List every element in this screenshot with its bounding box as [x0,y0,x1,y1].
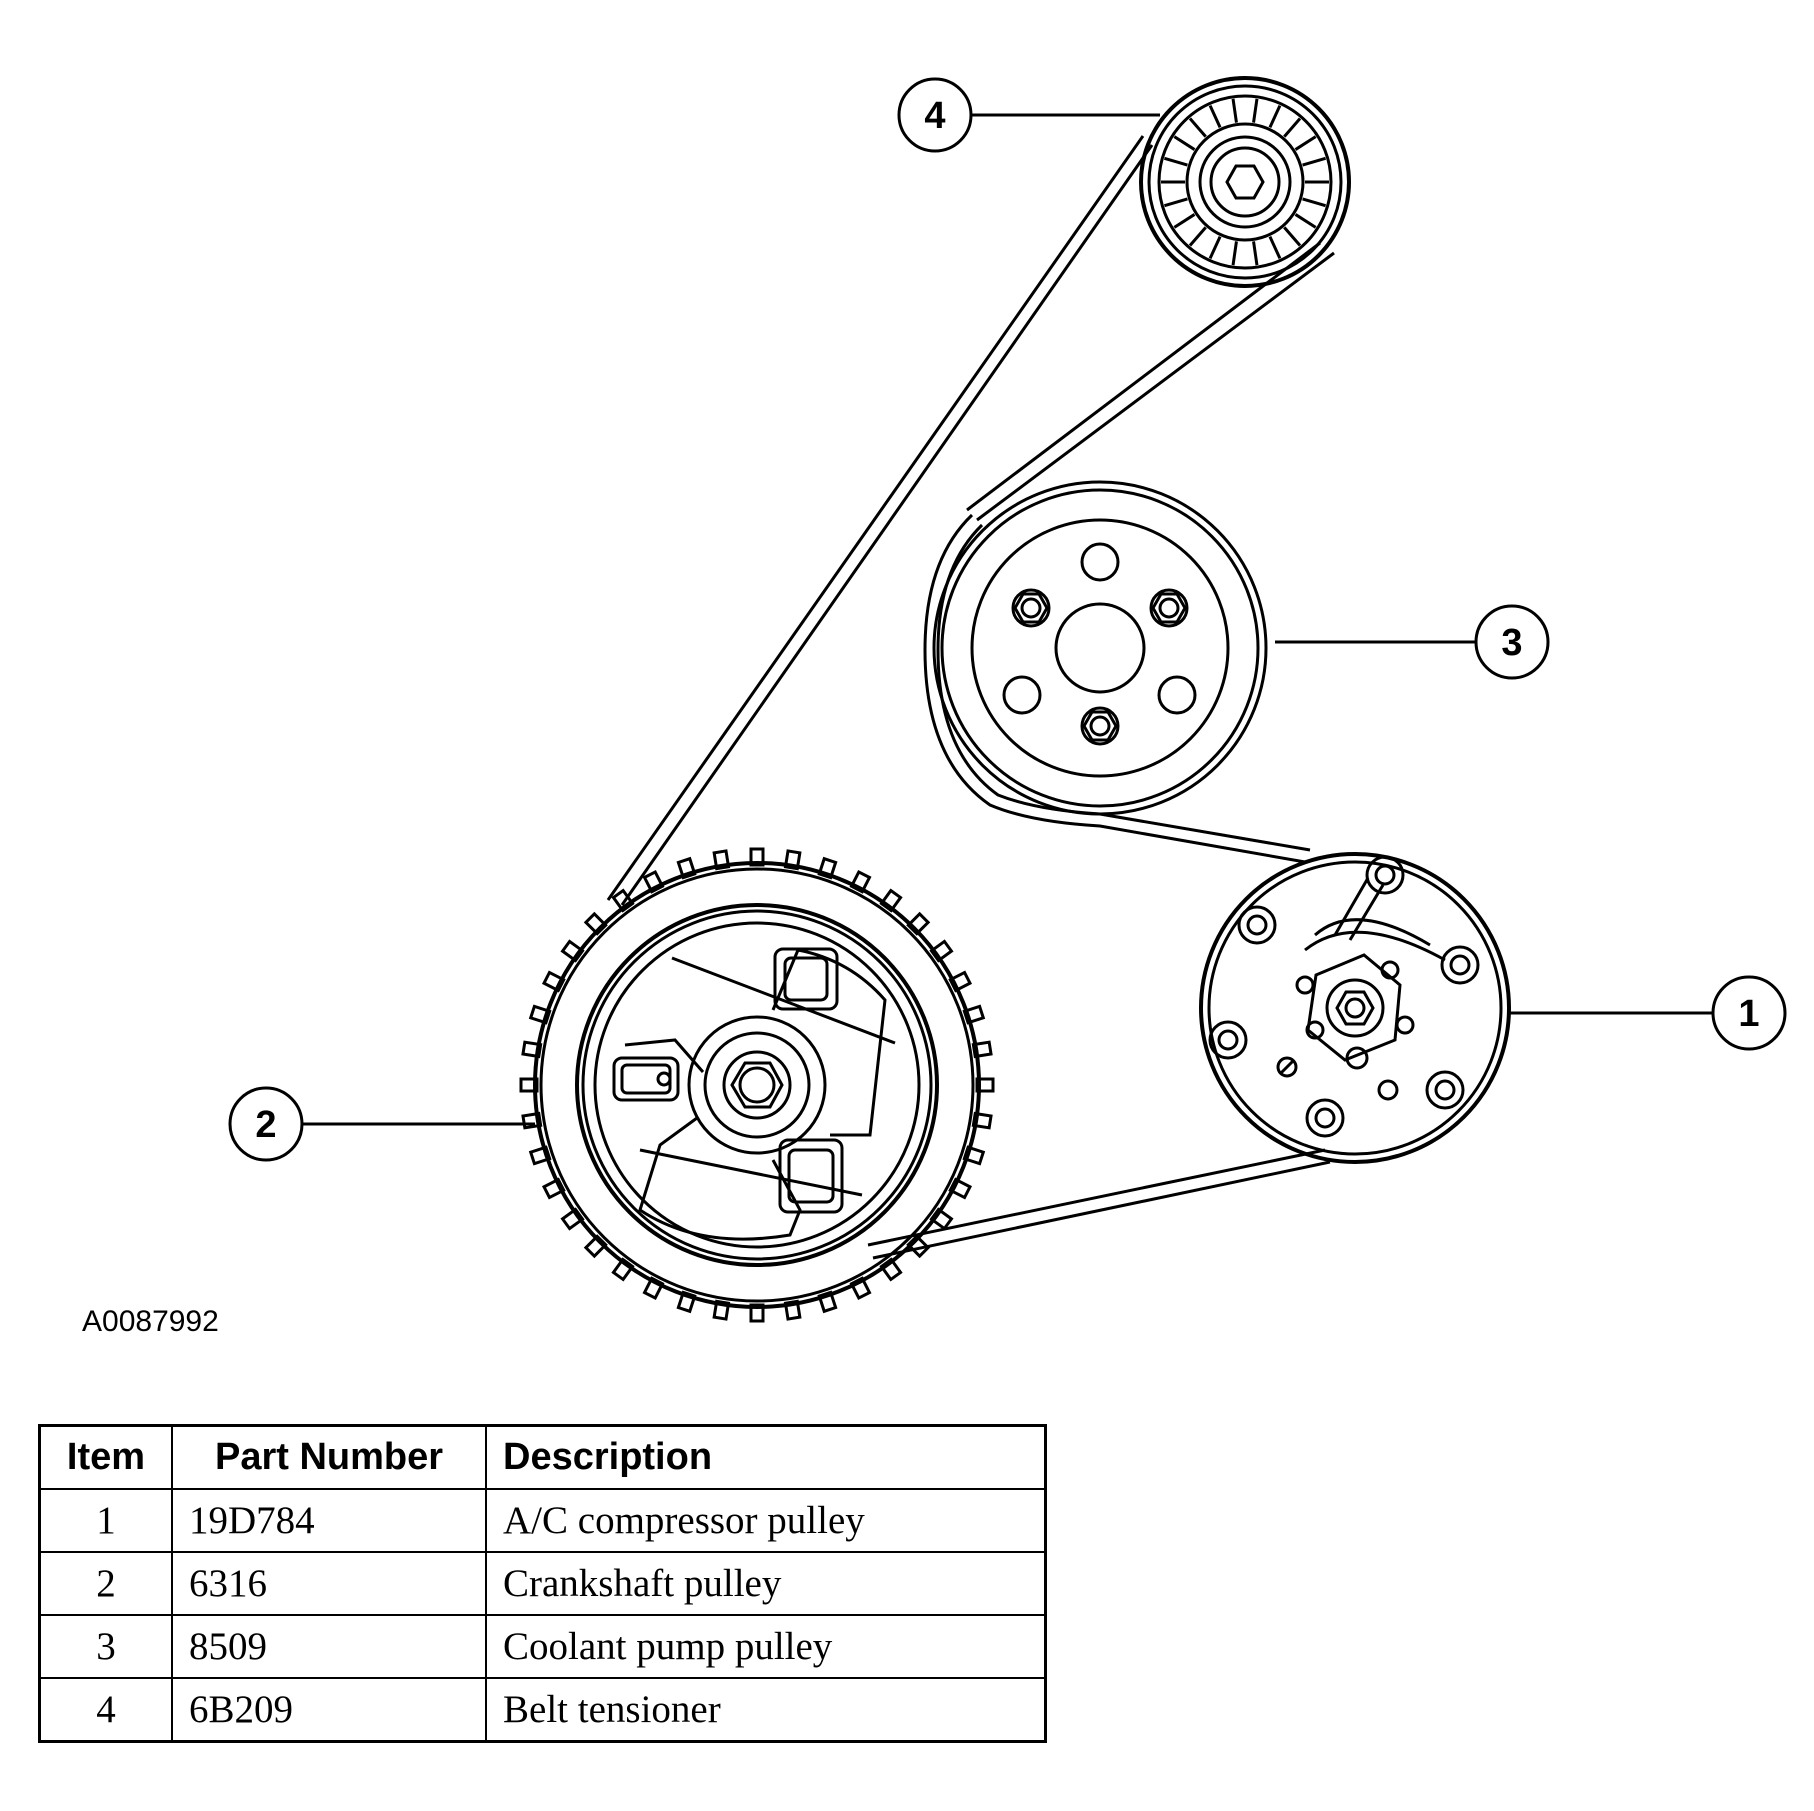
pulley-tooth [929,939,954,963]
cell-part-number: 6B209 [171,1677,487,1743]
header-part-number: Part Number [171,1424,487,1490]
pulley-tooth [528,1004,552,1025]
tensioner-rib [1231,98,1238,123]
table-row: 4 6B209 Belt tensioner [38,1677,1047,1743]
callout-3: 3 [1474,604,1550,680]
tensioner-rib [1208,104,1222,129]
cell-item: 2 [38,1551,173,1616]
pulley-tooth [712,849,731,871]
cell-part-number: 19D784 [171,1488,487,1553]
pulley-tooth [962,1004,986,1025]
tensioner-rib [1294,213,1317,229]
callout-2-label: 2 [255,1104,276,1146]
pulley-tooth [521,1111,543,1130]
cell-item: 3 [38,1614,173,1679]
table-row: 1 19D784 A/C compressor pulley [38,1488,1047,1553]
pulley-tooth [642,1276,665,1301]
tensioner-rib [1268,104,1282,129]
ac-compressor-pulley [1199,852,1511,1164]
callout-3-label: 3 [1501,622,1522,664]
cell-description: Belt tensioner [485,1677,1047,1743]
tensioner-rib [1173,135,1196,151]
tensioner-rib [1163,156,1188,167]
pulley-tooth [541,1177,566,1200]
pulley-tooth [611,888,635,913]
pulley-tooth [583,911,608,936]
pulley-tooth [906,1234,931,1259]
pulley-tooth [962,1145,986,1166]
tensioner-rib [1302,197,1327,208]
tensioner-rib [1188,117,1207,138]
pulley-tooth [849,1276,872,1301]
tensioner-rib [1208,235,1222,260]
pulley-tooth [879,1257,903,1282]
figure-id: A0087992 [82,1305,219,1338]
parts-table: Item Part Number Description 1 19D784 A/… [38,1424,1047,1743]
pulley-tooth [560,939,585,963]
cell-part-number: 8509 [171,1614,487,1679]
pulley-tooth [611,1257,635,1282]
pulley-tooth [817,856,838,880]
belt-tensioner-pulley [1139,76,1351,288]
cell-item: 4 [38,1677,173,1743]
tensioner-rib [1283,226,1302,247]
pulley-tooth [712,1299,731,1321]
coolant-pump-pulley [932,480,1268,816]
tensioner-rib [1268,235,1282,260]
pulley-tooth [849,869,872,894]
pulley-tooth [583,1234,608,1259]
pulley-tooth [879,888,903,913]
pulley-tooth [560,1207,585,1231]
table-header-row: Item Part Number Description [38,1424,1047,1490]
tensioner-rib [1294,135,1317,151]
cell-item: 1 [38,1488,173,1553]
pulley-tooth [521,1040,543,1059]
header-item: Item [38,1424,173,1490]
pulley-tooth [642,869,665,894]
cell-description: Crankshaft pulley [485,1551,1047,1616]
callout-leaders [302,113,1713,1126]
pulley-tooth [929,1207,954,1231]
cell-description: A/C compressor pulley [485,1488,1047,1553]
pulley-tooth [541,970,566,993]
callout-1: 1 [1711,975,1787,1051]
pulley-tooth [948,1177,973,1200]
tensioner-rib [1302,156,1327,167]
callout-1-label: 1 [1738,993,1759,1035]
callout-4-label: 4 [924,95,945,137]
tensioner-rib [1173,213,1196,229]
tensioner-rib [1231,241,1238,266]
table-row: 3 8509 Coolant pump pulley [38,1614,1047,1679]
header-description: Description [485,1424,1047,1490]
callout-2: 2 [228,1086,304,1162]
pulley-tooth [783,1299,802,1321]
cell-description: Coolant pump pulley [485,1614,1047,1679]
pulley-tooth [528,1145,552,1166]
pulley-tooth [676,1290,697,1314]
pulley-tooth [971,1040,993,1059]
table-row: 2 6316 Crankshaft pulley [38,1551,1047,1616]
tensioner-rib [1252,98,1259,123]
pulley-tooth [948,970,973,993]
tensioner-rib [1163,197,1188,208]
pulley-tooth [971,1111,993,1130]
cell-part-number: 6316 [171,1551,487,1616]
tensioner-rib [1188,226,1207,247]
crankshaft-pulley [519,847,995,1323]
pulley-tooth [676,856,697,880]
callout-4: 4 [897,77,973,153]
pulley-tooth [817,1290,838,1314]
tensioner-rib [1283,117,1302,138]
pulley-tooth [783,849,802,871]
tensioner-rib [1252,241,1259,266]
pulley-tooth [906,911,931,936]
